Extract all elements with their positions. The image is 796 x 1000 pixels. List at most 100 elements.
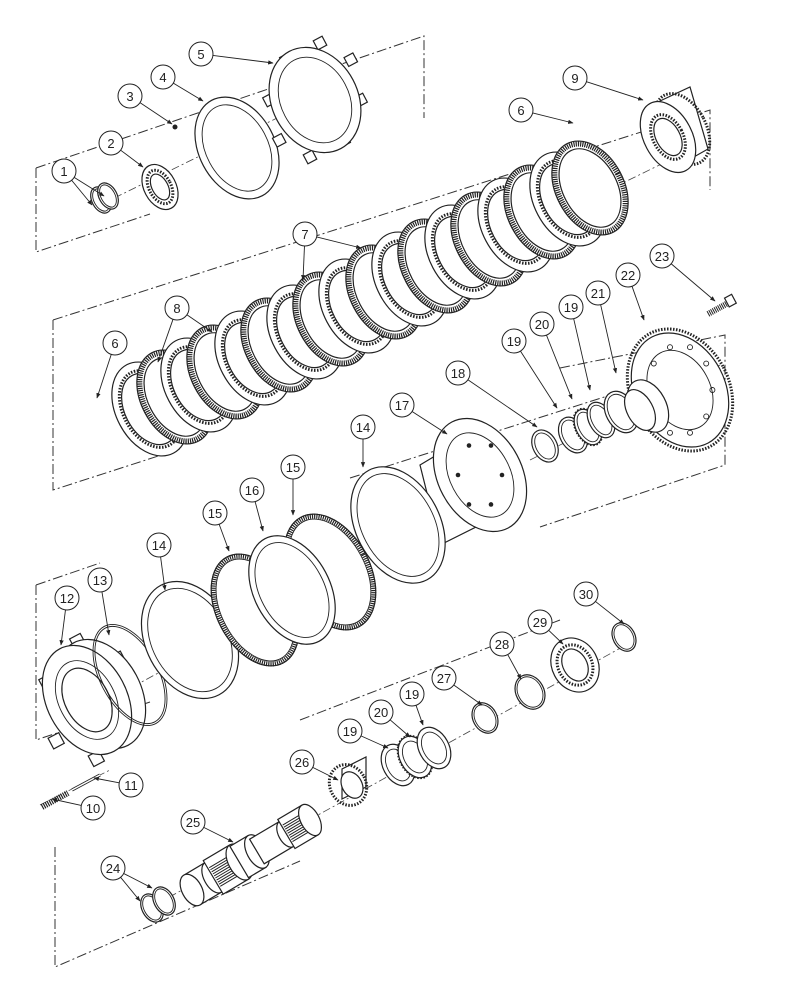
callout-number: 7 bbox=[301, 227, 308, 242]
gear-bolt-hole bbox=[667, 429, 673, 436]
leader-line-1 bbox=[71, 179, 93, 206]
callout-balloon bbox=[389, 392, 415, 418]
seal-ring-inner bbox=[154, 888, 174, 914]
hub-hole bbox=[499, 472, 505, 478]
seal-ring bbox=[152, 886, 176, 916]
snap-ring bbox=[471, 702, 499, 734]
friction-disc-bore bbox=[558, 148, 622, 228]
callout-number: 26 bbox=[295, 755, 309, 770]
callout-balloon bbox=[292, 221, 318, 247]
callout-number: 14 bbox=[356, 420, 370, 435]
callout-number: 16 bbox=[245, 483, 259, 498]
gear-bolt-hole bbox=[687, 344, 693, 351]
leader-line-7 bbox=[316, 236, 362, 249]
callouts: 1234566789101112131414151516171819191919… bbox=[51, 41, 675, 881]
leader-line-6 bbox=[96, 354, 112, 399]
callout-18: 18 bbox=[445, 360, 471, 386]
callout-number: 27 bbox=[437, 671, 451, 686]
callout-number: 15 bbox=[208, 506, 222, 521]
ring-gear-spline bbox=[649, 113, 687, 161]
callout-30: 30 bbox=[573, 581, 599, 607]
callout-number: 18 bbox=[451, 366, 465, 381]
leader-line-22 bbox=[631, 286, 645, 321]
callout-number: 6 bbox=[517, 103, 524, 118]
plate-tab bbox=[343, 52, 359, 68]
callout-4: 4 bbox=[150, 64, 176, 90]
callout-balloon bbox=[445, 360, 471, 386]
callout-number: 29 bbox=[533, 615, 547, 630]
plate-tab bbox=[302, 149, 318, 165]
leader-line-20 bbox=[389, 719, 411, 738]
gear-bolt-hole bbox=[667, 344, 673, 351]
callout-balloon bbox=[51, 158, 77, 184]
callout-25: 25 bbox=[180, 809, 206, 835]
leader-line-28 bbox=[507, 654, 522, 680]
callout-number: 22 bbox=[621, 268, 635, 283]
callout-balloon bbox=[558, 294, 584, 320]
callout-6: 6 bbox=[508, 97, 534, 123]
leader-line-11 bbox=[93, 776, 120, 784]
callout-27: 27 bbox=[431, 665, 457, 691]
callout-number: 25 bbox=[186, 815, 200, 830]
leader-line-13 bbox=[101, 591, 111, 636]
leader-line-10 bbox=[51, 797, 82, 806]
leader-lines bbox=[51, 55, 716, 902]
callout-19: 19 bbox=[501, 328, 527, 354]
pin-highlight bbox=[71, 774, 101, 791]
snap-ring bbox=[514, 674, 546, 710]
leader-line-24 bbox=[120, 877, 141, 902]
bearing-rollers bbox=[145, 168, 175, 206]
gear-bolt-hole bbox=[650, 360, 657, 367]
callout-balloon bbox=[399, 681, 425, 707]
snap-ring-inner bbox=[473, 704, 497, 732]
leader-line-18 bbox=[467, 379, 538, 428]
leader-line-16 bbox=[254, 501, 264, 532]
callout-balloon bbox=[489, 631, 515, 657]
leader-line-6 bbox=[532, 112, 574, 124]
retainer-plate bbox=[194, 96, 280, 200]
callout-number: 8 bbox=[173, 301, 180, 316]
ball-bearing-bore bbox=[561, 648, 589, 682]
callout-number: 11 bbox=[124, 778, 138, 793]
callout-number: 15 bbox=[286, 460, 300, 475]
callout-23: 23 bbox=[649, 243, 675, 269]
snap-ring-inner bbox=[613, 624, 635, 650]
callout-balloon bbox=[529, 311, 555, 337]
gear-bolt-hole bbox=[703, 413, 710, 420]
leader-line-29 bbox=[548, 629, 564, 645]
leader-line-26 bbox=[312, 766, 339, 781]
leader-line-19 bbox=[573, 318, 592, 391]
callout-balloon bbox=[289, 749, 315, 775]
callout-balloon bbox=[337, 718, 363, 744]
leader-line-23 bbox=[670, 263, 716, 302]
callout-9: 9 bbox=[562, 65, 588, 91]
retainer-plate-inner bbox=[201, 104, 273, 192]
callout-29: 29 bbox=[527, 609, 553, 635]
leader-line-9 bbox=[586, 81, 644, 101]
callout-number: 19 bbox=[405, 687, 419, 702]
plate-tab bbox=[271, 132, 287, 148]
callout-number: 2 bbox=[107, 136, 114, 151]
snap-ring bbox=[611, 622, 637, 652]
leader-line-2 bbox=[120, 149, 144, 168]
callout-14: 14 bbox=[350, 414, 376, 440]
ball-bearing-balls bbox=[555, 643, 595, 687]
callout-number: 17 bbox=[395, 398, 409, 413]
group-box-1 bbox=[52, 109, 711, 491]
callout-16: 16 bbox=[239, 477, 265, 503]
callout-balloon bbox=[508, 97, 534, 123]
gear-hub-bore bbox=[623, 389, 657, 431]
callout-balloon bbox=[350, 414, 376, 440]
callout-number: 6 bbox=[111, 336, 118, 351]
leader-line-25 bbox=[203, 826, 234, 843]
callout-balloon bbox=[649, 243, 675, 269]
callout-balloon bbox=[527, 609, 553, 635]
leader-line-19 bbox=[415, 705, 424, 726]
leader-line-20 bbox=[546, 334, 573, 400]
callout-28: 28 bbox=[489, 631, 515, 657]
callout-number: 19 bbox=[343, 724, 357, 739]
callout-12: 12 bbox=[54, 585, 80, 611]
shaft-step bbox=[297, 803, 323, 837]
leader-line-30 bbox=[595, 601, 625, 625]
